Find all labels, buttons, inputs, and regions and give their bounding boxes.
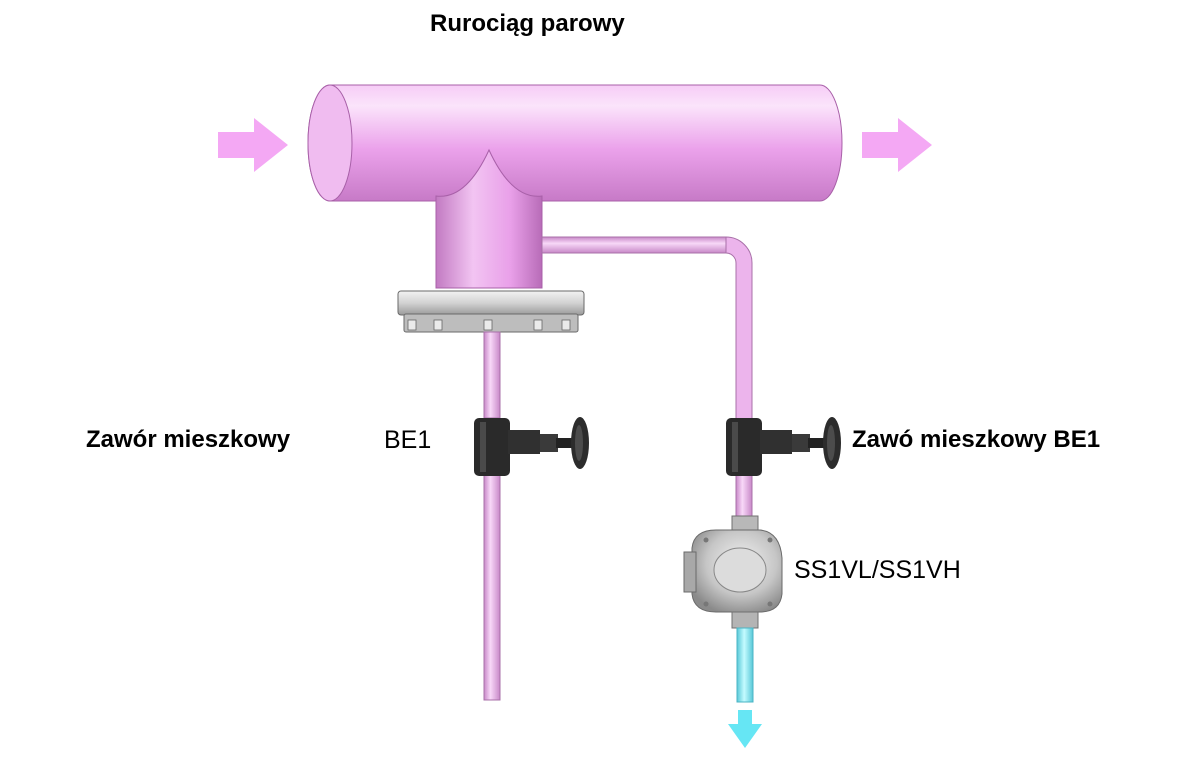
bypass-pipe bbox=[541, 236, 753, 521]
left-drain-pipe bbox=[483, 331, 501, 701]
pipe-flange bbox=[397, 290, 585, 333]
right-valve-label: Zawó mieszkowy BE1 bbox=[852, 426, 1101, 453]
drain-arrow-icon bbox=[728, 710, 762, 748]
steam-trap-icon bbox=[683, 515, 783, 629]
left-bellows-valve-icon bbox=[474, 417, 589, 476]
right-bellows-valve-icon bbox=[726, 417, 841, 476]
condensate-pipe bbox=[736, 627, 754, 703]
left-valve-model-label: BE1 bbox=[384, 426, 432, 454]
diagram-title: Rurociąg parowy bbox=[430, 10, 625, 37]
outlet-arrow-icon bbox=[862, 118, 932, 172]
left-valve-label: Zawór mieszkowy bbox=[86, 426, 291, 453]
inlet-arrow-icon bbox=[218, 118, 288, 172]
tee-branch bbox=[435, 148, 543, 289]
steam-trap-label: SS1VL/SS1VH bbox=[794, 556, 961, 584]
main-steam-pipe bbox=[307, 84, 843, 202]
